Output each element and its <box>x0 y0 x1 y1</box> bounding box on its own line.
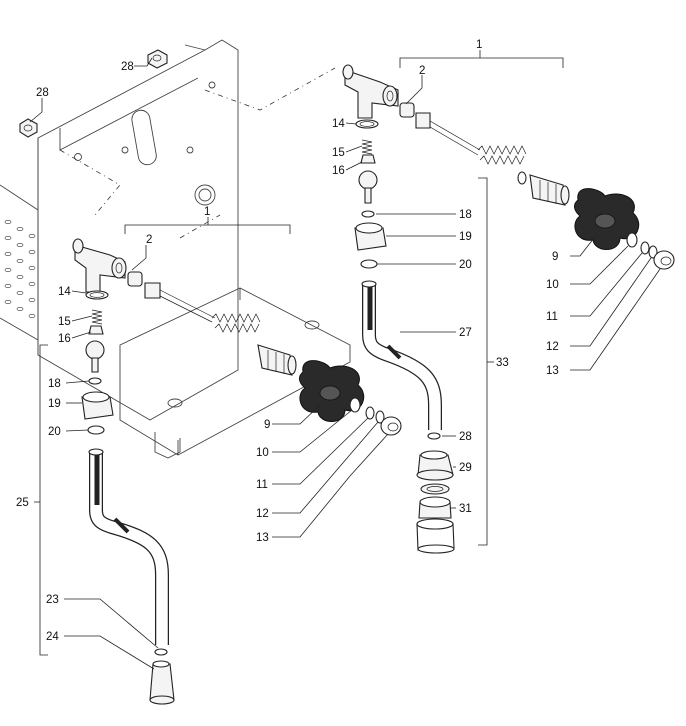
callout-1-right: 1 <box>476 39 482 51</box>
callout-18-right: 18 <box>459 209 472 221</box>
callout-16-right: 16 <box>332 165 345 177</box>
callout-28-top: 28 <box>121 61 134 73</box>
callout-25: 25 <box>16 497 29 509</box>
callout-11-right: 11 <box>546 311 558 323</box>
callout-19-left: 19 <box>48 398 61 410</box>
callout-33: 33 <box>496 357 509 369</box>
callout-24: 24 <box>46 631 59 643</box>
callout-20-right: 20 <box>459 259 472 271</box>
callout-23: 23 <box>46 594 59 606</box>
callout-20-left: 20 <box>48 426 61 438</box>
callout-9-right: 9 <box>552 251 558 263</box>
callout-18-left: 18 <box>48 378 61 390</box>
nut-28-top <box>147 49 168 69</box>
callout-28-right: 28 <box>459 431 472 443</box>
callout-16-left: 16 <box>58 333 71 345</box>
nut-28-left <box>19 118 38 138</box>
callout-12-right: 12 <box>546 341 559 353</box>
callout-28-left: 28 <box>36 87 49 99</box>
callout-9-left: 9 <box>264 419 270 431</box>
callout-12-left: 12 <box>256 508 269 520</box>
leader-lines <box>29 50 661 670</box>
callout-10-left: 10 <box>256 447 269 459</box>
callout-2-right: 2 <box>419 65 425 77</box>
left-valve-assembly <box>72 238 402 705</box>
right-valve-assembly <box>342 64 675 554</box>
callout-31: 31 <box>459 503 472 515</box>
callout-1-left: 1 <box>204 206 210 218</box>
callout-27: 27 <box>459 327 472 339</box>
callout-2-left: 2 <box>146 234 152 246</box>
callout-labels: 28 28 1 2 14 15 16 18 19 20 25 23 24 9 1… <box>16 39 559 643</box>
callout-10-right: 10 <box>546 279 559 291</box>
callout-14-right: 14 <box>332 118 345 130</box>
callout-29: 29 <box>459 462 472 474</box>
callout-11-left: 11 <box>256 479 268 491</box>
callout-13-right: 13 <box>546 365 559 377</box>
callout-15-right: 15 <box>332 147 345 159</box>
machine-frame <box>0 39 351 459</box>
callout-15-left: 15 <box>58 316 71 328</box>
callout-13-left: 13 <box>256 532 269 544</box>
callout-14-left: 14 <box>58 286 71 298</box>
tray-perforations <box>4 220 36 318</box>
callout-19-right: 19 <box>459 231 472 243</box>
